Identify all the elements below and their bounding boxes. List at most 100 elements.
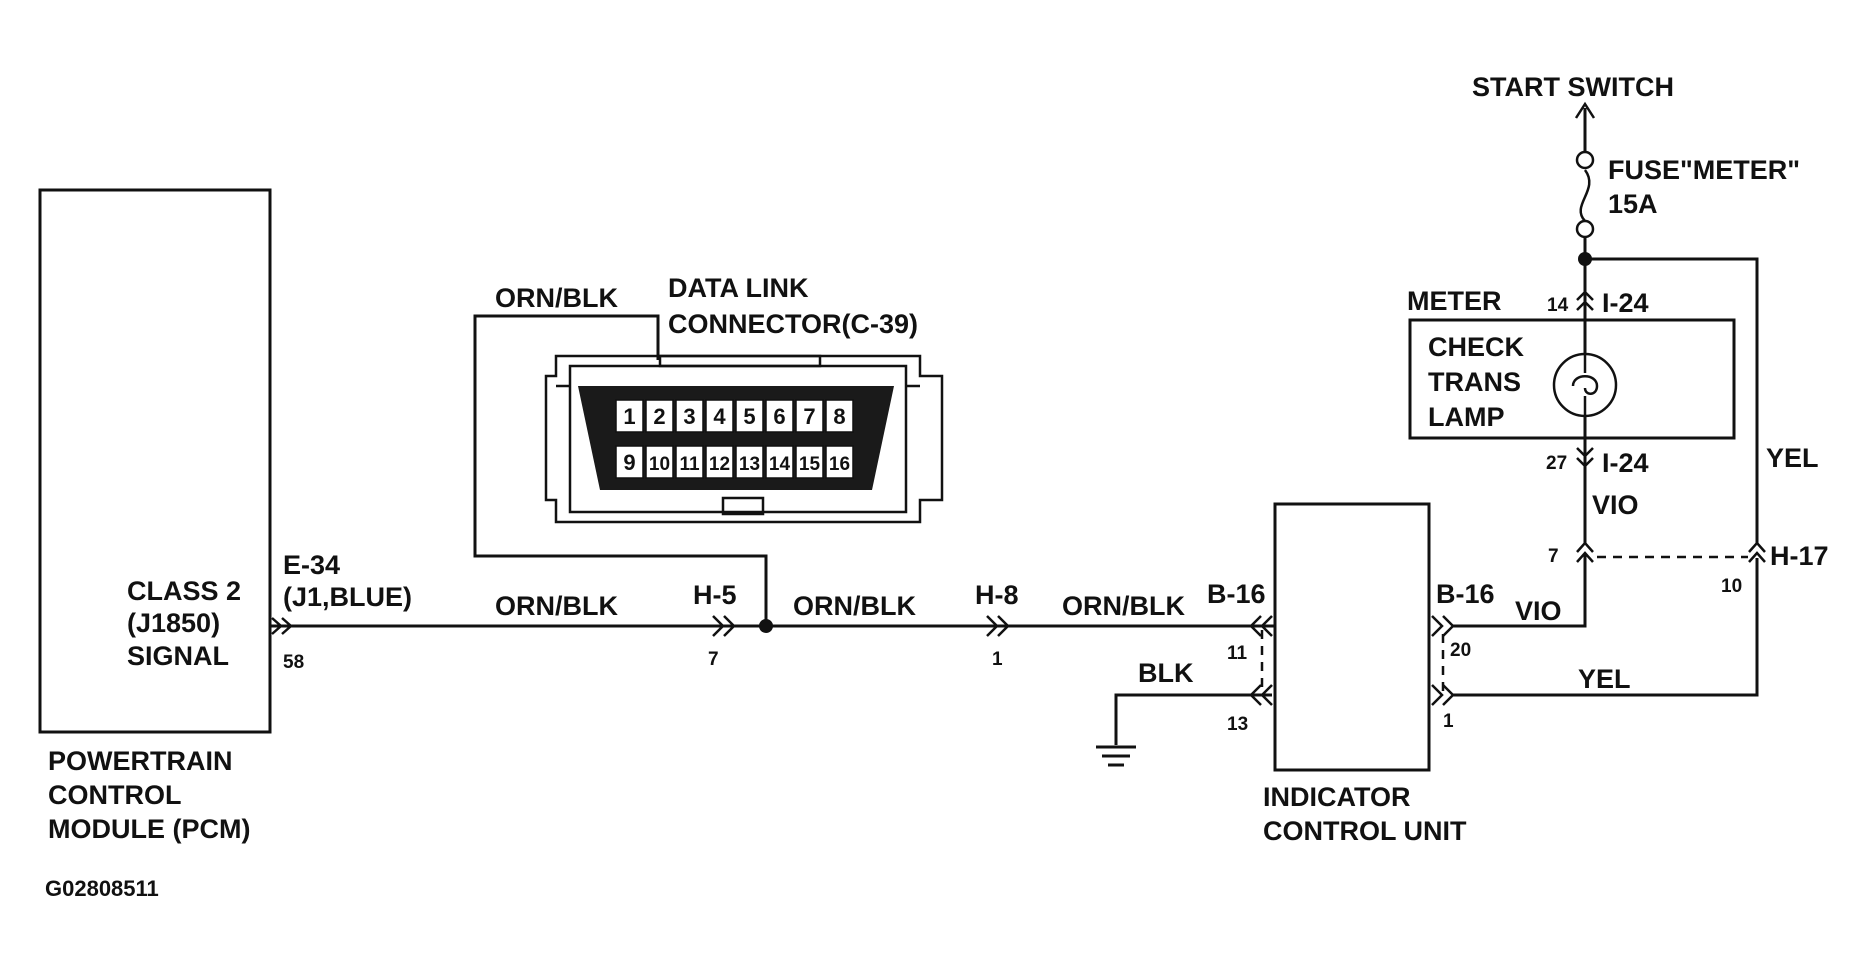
dlc-pin-cell xyxy=(765,399,794,433)
b16-left-chevron-11 xyxy=(1249,615,1273,637)
dlc-pin-cell xyxy=(615,445,644,479)
h17-pin-7: 7 xyxy=(1548,546,1559,567)
dlc-pin-label: 7 xyxy=(803,404,815,429)
meter-check-label: CHECK xyxy=(1428,332,1525,362)
h5-connector-chevron xyxy=(712,615,736,637)
yel-lower-label: YEL xyxy=(1578,664,1631,694)
dlc-pin-cell xyxy=(795,445,824,479)
dlc-pin-cell xyxy=(705,445,734,479)
e34-connector-label: E-34 xyxy=(283,550,340,580)
ground-icon xyxy=(1096,745,1136,767)
b16-right-chevron-20 xyxy=(1431,615,1455,637)
pcm-box xyxy=(38,188,272,734)
start-switch-label: START SWITCH xyxy=(1472,72,1674,102)
pcm-signal-line3: SIGNAL xyxy=(127,641,229,671)
wire-label-orn-blk-3: ORN/BLK xyxy=(1062,591,1185,621)
dlc-pin-cell xyxy=(675,445,704,479)
e34-pin-number: 58 xyxy=(283,652,304,673)
dlc-title-line2: CONNECTOR(C-39) xyxy=(668,309,918,339)
h5-pin-number: 7 xyxy=(708,649,719,670)
pcm-signal-line2: (J1850) xyxy=(127,608,220,638)
h17-pin-10: 10 xyxy=(1721,576,1742,597)
h17-connector-label: H-17 xyxy=(1770,541,1829,571)
dlc-pin-label: 11 xyxy=(679,454,700,475)
dlc-pin-cell xyxy=(705,399,734,433)
b16-right-pin-20: 20 xyxy=(1450,640,1471,661)
meter-top-connector-label: I-24 xyxy=(1602,288,1649,318)
b16-right-connector-label: B-16 xyxy=(1436,579,1495,609)
dlc-pin-label: 9 xyxy=(623,450,635,475)
dlc-pin-cell xyxy=(645,399,674,433)
dlc-housing-outer xyxy=(544,354,944,524)
meter-top-pin-number: 14 xyxy=(1547,295,1569,316)
dlc-pin-cell xyxy=(735,399,764,433)
blk-wire-label: BLK xyxy=(1138,658,1194,688)
dlc-pin-label: 15 xyxy=(799,454,821,475)
dlc-wire xyxy=(473,314,768,626)
dlc-pin-cell xyxy=(825,399,854,433)
h8-pin-number: 1 xyxy=(992,649,1003,670)
vio-lower-label: VIO xyxy=(1515,596,1562,626)
pcm-label-line3: MODULE (PCM) xyxy=(48,814,250,844)
pcm-signal-line1: CLASS 2 xyxy=(127,576,241,606)
dlc-latch-tab xyxy=(721,496,765,516)
dlc-pin-label: 3 xyxy=(683,404,695,429)
meter-bottom-chevron xyxy=(1576,447,1594,468)
yel-right-label: YEL xyxy=(1766,443,1819,473)
h5-connector-label: H-5 xyxy=(693,580,737,610)
b16-left-pin-13: 13 xyxy=(1227,714,1248,735)
b16-right-pin-1: 1 xyxy=(1443,711,1454,732)
dlc-pin-cell xyxy=(645,445,674,479)
dlc-pin-label: 10 xyxy=(649,454,670,475)
dlc-pin-cell xyxy=(795,399,824,433)
dlc-pin-label: 5 xyxy=(743,404,755,429)
fuse-rating-label: 15A xyxy=(1608,189,1658,219)
meter-box xyxy=(1408,318,1736,440)
meter-lamp-label: LAMP xyxy=(1428,402,1505,432)
dlc-pin-label: 16 xyxy=(829,454,850,475)
wire-label-orn-blk-1: ORN/BLK xyxy=(495,591,618,621)
dlc-pin-label: 8 xyxy=(833,404,845,429)
fuse-icon xyxy=(1575,150,1595,239)
fuse-name-label: FUSE"METER" xyxy=(1608,155,1800,185)
dlc-pin-cell xyxy=(675,399,704,433)
dlc-pin-row-bottom: 9 10 11 12 13 14 15 16 xyxy=(615,445,854,479)
icu-label-line1: INDICATOR xyxy=(1263,782,1411,812)
yel-wire-lower xyxy=(1453,558,1759,697)
e34-connector-sublabel: (J1,BLUE) xyxy=(283,582,412,612)
figure-id: G02808511 xyxy=(45,876,159,901)
b16-left-connector-label: B-16 xyxy=(1207,579,1266,609)
meter-label: METER xyxy=(1407,286,1502,316)
dlc-pin-label: 14 xyxy=(769,454,791,475)
yel-wire-right xyxy=(1585,257,1759,545)
dlc-pin-cell xyxy=(615,399,644,433)
meter-bottom-pin-number: 27 xyxy=(1546,453,1567,474)
dlc-pin-cell xyxy=(735,445,764,479)
pcm-label-line2: CONTROL xyxy=(48,780,181,810)
vio-upper-label: VIO xyxy=(1592,490,1639,520)
h8-connector-label: H-8 xyxy=(975,580,1019,610)
dlc-pin-label: 13 xyxy=(739,454,760,475)
dlc-pin-label: 6 xyxy=(773,404,785,429)
pcm-label-line1: POWERTRAIN xyxy=(48,746,233,776)
dlc-wire-label: ORN/BLK xyxy=(495,283,618,313)
indicator-control-unit-box xyxy=(1273,502,1431,772)
meter-bottom-connector-label: I-24 xyxy=(1602,448,1649,478)
b16-left-pin-11: 11 xyxy=(1227,643,1248,664)
ground-wire xyxy=(1114,693,1272,745)
dlc-pin-cell xyxy=(765,445,794,479)
meter-trans-label: TRANS xyxy=(1428,367,1521,397)
start-switch-arrow-icon xyxy=(1574,101,1596,119)
dlc-pin-label: 2 xyxy=(653,404,665,429)
vio-wire xyxy=(1453,555,1587,628)
dlc-pin-cell xyxy=(825,445,854,479)
h8-connector-chevron xyxy=(986,615,1010,637)
dlc-pin-label: 4 xyxy=(713,404,726,429)
dlc-top-tab xyxy=(658,354,822,368)
icu-label-line2: CONTROL UNIT xyxy=(1263,816,1467,846)
dlc-pin-label: 12 xyxy=(709,454,730,475)
dlc-pin-label: 1 xyxy=(623,404,635,429)
